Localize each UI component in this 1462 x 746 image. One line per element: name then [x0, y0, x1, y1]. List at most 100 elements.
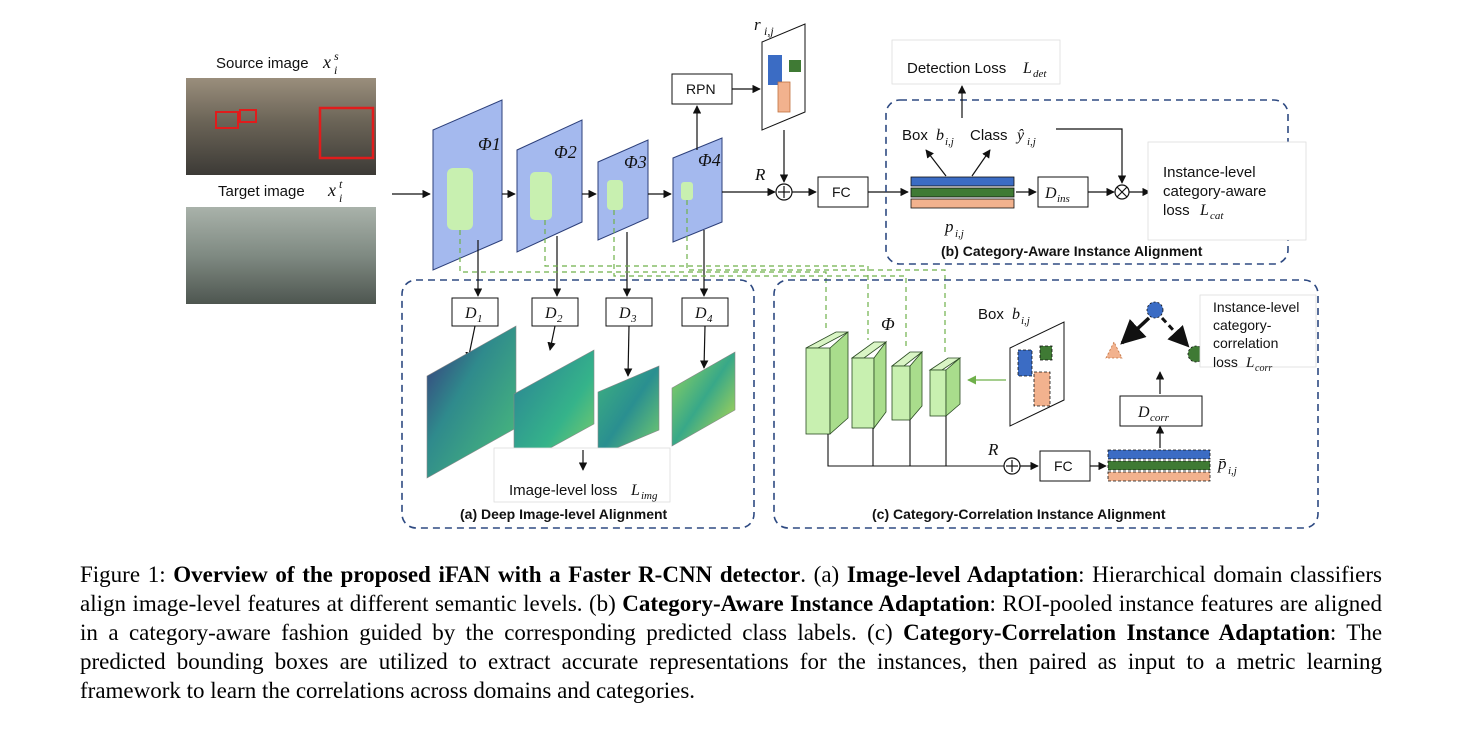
- svg-text:cat: cat: [1210, 210, 1224, 222]
- corr-loss-line-4: loss: [1213, 354, 1238, 370]
- roi-pool-block: R FC: [722, 165, 909, 208]
- phi-label: Φ: [881, 314, 895, 334]
- caption-b-bold: Category-Aware Instance Adaptation: [622, 591, 990, 616]
- svg-text:i: i: [339, 191, 342, 205]
- svg-text:i,j: i,j: [955, 228, 964, 240]
- svg-text:img: img: [641, 490, 658, 502]
- source-image-symbol: x: [322, 52, 331, 72]
- fc-box-bottom: [1039, 450, 1091, 482]
- section-a-frame: [401, 279, 755, 529]
- target-image: [186, 207, 376, 304]
- svg-text:i,j: i,j: [945, 136, 954, 148]
- caption-a-bold: Image-level Adaptation: [846, 562, 1079, 587]
- feature-map-4: [672, 137, 723, 243]
- rpn-label: RPN: [686, 81, 716, 97]
- cat-loss-line-2: category-aware: [1163, 183, 1266, 200]
- d1-label: D: [464, 305, 477, 322]
- caption-c-tag: (c): [867, 620, 893, 645]
- class-label-b: Class: [970, 127, 1008, 144]
- d1-box: [451, 297, 499, 327]
- roi-block-2: [851, 357, 875, 429]
- svg-text:det: det: [1033, 68, 1047, 80]
- instance-bar-orange: [910, 198, 1015, 209]
- svg-text:L: L: [1022, 60, 1032, 77]
- caption-a-tag: (a): [813, 562, 840, 587]
- svg-text:i,j: i,j: [764, 24, 774, 38]
- instance-bar-blue: [910, 176, 1015, 187]
- svg-text:i,j: i,j: [1021, 315, 1030, 327]
- caption-figure-label: Figure 1:: [80, 562, 166, 587]
- p-bar-label: p̄: [1217, 454, 1227, 473]
- section-a-title: (a) Deep Image-level Alignment: [460, 506, 668, 522]
- p-label: p: [944, 217, 954, 236]
- svg-text:s: s: [334, 49, 339, 63]
- proposal-map: [761, 23, 806, 131]
- svg-text:b: b: [1012, 306, 1020, 323]
- r-label: r: [754, 15, 761, 34]
- caption-b-tag: (b): [589, 591, 616, 616]
- d3-box: [605, 297, 653, 327]
- cat-loss-line-3: loss: [1163, 202, 1190, 219]
- corr-node-blue: [1146, 301, 1164, 319]
- corr-loss-line-2: category-: [1213, 317, 1272, 333]
- image-loss-label: Image-level loss: [509, 482, 617, 499]
- svg-text:ŷ: ŷ: [1015, 127, 1025, 144]
- fc-box-top: [817, 176, 869, 208]
- fc-label-bottom: FC: [1054, 458, 1073, 474]
- detection-loss-label: Detection Loss: [907, 60, 1006, 77]
- source-bbox-3: [239, 109, 257, 123]
- svg-text:1: 1: [477, 313, 483, 325]
- section-c-title: (c) Category-Correlation Instance Alignm…: [872, 506, 1166, 522]
- d2-label: D: [544, 305, 557, 322]
- d-ins-box: [1037, 176, 1089, 208]
- box-label-b: Box: [902, 127, 928, 144]
- target-image-group: Target image x t i: [186, 177, 376, 304]
- green-dashed-connectors: [459, 200, 946, 356]
- corr-loss-line-3: correlation: [1213, 335, 1278, 351]
- heatmap-2: [513, 349, 595, 469]
- source-image-group: Source image x s i: [186, 49, 376, 175]
- d4-box: [681, 297, 729, 327]
- svg-text:i: i: [334, 63, 337, 77]
- R-label-top: R: [754, 165, 766, 184]
- caption-a-text: : Hierarchical domain classifiers align …: [80, 562, 1382, 616]
- fc-label-top: FC: [832, 184, 851, 200]
- source-image-label: Source image: [216, 55, 309, 72]
- corr-bar-green: [1107, 460, 1211, 471]
- corr-bar-blue: [1107, 449, 1211, 460]
- svg-text:L: L: [1245, 355, 1254, 371]
- ifan-architecture-diagram: Source image x s i Target image x t i Φ1…: [186, 15, 1319, 529]
- corr-node-orange: [1105, 341, 1123, 359]
- heatmap-3: [597, 365, 660, 457]
- svg-text:t: t: [339, 177, 343, 191]
- feature-label-1: Φ1: [478, 134, 501, 154]
- caption-title: Overview of the proposed iFAN with a Fas…: [173, 562, 801, 587]
- svg-text:4: 4: [707, 313, 713, 325]
- box-label-c: Box: [978, 306, 1004, 323]
- source-bbox-2: [215, 111, 239, 129]
- feature-label-3: Φ3: [624, 152, 647, 172]
- section-c-frame: [773, 279, 1319, 529]
- section-c: Φ Box b i,j R FC: [805, 294, 1317, 522]
- d-corr-box: [1119, 395, 1203, 427]
- target-image-label: Target image: [218, 183, 305, 200]
- svg-text:L: L: [630, 482, 640, 499]
- d-corr-label: D: [1137, 404, 1150, 421]
- section-b: Detection Loss L det Box b i,j Class ŷ i…: [891, 39, 1307, 259]
- caption-c-text: : The predicted bounding boxes are utili…: [80, 620, 1383, 703]
- svg-text:corr: corr: [1255, 363, 1272, 374]
- roi-block-4: [929, 369, 947, 417]
- svg-text:3: 3: [630, 313, 637, 325]
- svg-text:2: 2: [557, 313, 563, 325]
- target-image-symbol: x: [327, 180, 336, 200]
- backbone: Φ1 Φ2 Φ3 Φ4: [432, 99, 723, 271]
- caption-b-text: : ROI-pooled instance features are align…: [80, 591, 1382, 645]
- source-bbox-1: [318, 106, 375, 160]
- section-b-frame: [885, 99, 1289, 265]
- cat-loss-line-1: Instance-level: [1163, 164, 1256, 181]
- roi-block-3: [891, 365, 911, 421]
- d-ins-label: D: [1044, 185, 1057, 202]
- svg-text:L: L: [1199, 202, 1209, 219]
- section-b-title: (b) Category-Aware Instance Alignment: [941, 243, 1203, 259]
